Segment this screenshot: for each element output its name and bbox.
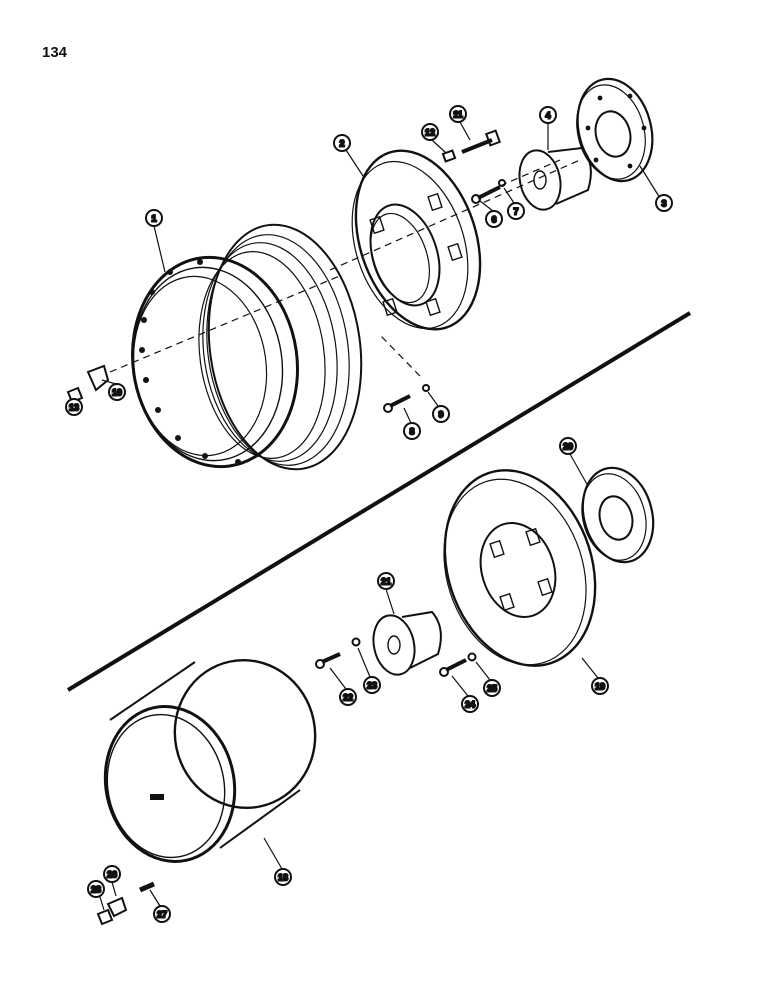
bolt-11 [461, 129, 502, 154]
page-number: 134 [42, 44, 68, 61]
svg-text:13: 13 [69, 403, 79, 413]
callout-4: 4 [539, 106, 557, 124]
svg-text:4: 4 [545, 111, 550, 121]
nut-25 [467, 652, 477, 662]
bolt-27 [139, 881, 155, 893]
callout-6: 6 [485, 210, 503, 228]
callout-25: 25 [483, 679, 501, 697]
hub-plate-20 [581, 466, 655, 564]
leader-lines [73, 121, 661, 911]
svg-text:26: 26 [107, 870, 117, 880]
callout-13: 13 [65, 398, 83, 416]
callout-2: 2 [333, 134, 351, 152]
callout-12: 12 [421, 123, 439, 141]
svg-text:19: 19 [595, 682, 605, 692]
nut-28 [96, 908, 114, 926]
callout-23: 23 [363, 676, 381, 694]
callout-1: 1 [145, 209, 163, 227]
washer-7 [498, 179, 506, 187]
callout-3: 3 [655, 194, 673, 212]
callout-22: 22 [339, 688, 357, 706]
svg-text:6: 6 [491, 215, 496, 225]
svg-text:12: 12 [425, 128, 435, 138]
svg-text:11: 11 [453, 110, 463, 120]
callout-11: 11 [449, 105, 467, 123]
svg-text:10: 10 [112, 388, 122, 398]
callout-7: 7 [507, 202, 525, 220]
svg-text:8: 8 [409, 427, 414, 437]
section-divider [66, 311, 692, 692]
svg-text:9: 9 [438, 410, 443, 420]
hub-4 [518, 146, 592, 211]
clamp-26 [106, 896, 128, 918]
svg-text:25: 25 [487, 684, 497, 694]
callout-26: 26 [103, 865, 121, 883]
wheel-rim-1 [130, 223, 363, 471]
callout-19: 19 [591, 677, 609, 695]
rim-bolt-holes [139, 259, 241, 465]
callout-10: 10 [108, 383, 126, 401]
callout-9: 9 [432, 405, 450, 423]
bolt-22 [315, 652, 341, 669]
svg-text:22: 22 [343, 693, 353, 703]
hub-plate-3 [576, 77, 654, 183]
wheel-center-19 [443, 469, 597, 667]
svg-text:24: 24 [465, 700, 475, 710]
svg-text:21: 21 [381, 577, 391, 587]
svg-text:18: 18 [278, 873, 288, 883]
bolt-24 [439, 658, 467, 677]
washer-23 [351, 637, 361, 647]
callout-27: 27 [153, 905, 171, 923]
svg-text:20: 20 [563, 442, 573, 452]
svg-text:23: 23 [367, 681, 377, 691]
callout-24: 24 [461, 695, 479, 713]
wheel-rim-18 [103, 658, 317, 863]
bolt-6 [471, 185, 501, 204]
clamp-10 [86, 364, 110, 392]
callout-8: 8 [403, 422, 421, 440]
callout-18: 18 [274, 868, 292, 886]
callout-21: 21 [377, 572, 395, 590]
svg-text:1: 1 [151, 214, 156, 224]
callout-20: 20 [559, 437, 577, 455]
wheel-center-2 [351, 149, 482, 331]
washer-9 [422, 384, 430, 392]
bolt-8 [383, 394, 411, 413]
assembly-lines-upper [109, 159, 581, 377]
svg-text:27: 27 [157, 910, 167, 920]
svg-text:3: 3 [661, 199, 666, 209]
svg-text:2: 2 [339, 139, 344, 149]
svg-text:7: 7 [513, 207, 518, 217]
nut-12 [441, 149, 457, 163]
svg-text:28: 28 [91, 885, 101, 895]
hub-21 [372, 610, 442, 676]
callout-28: 28 [87, 880, 105, 898]
